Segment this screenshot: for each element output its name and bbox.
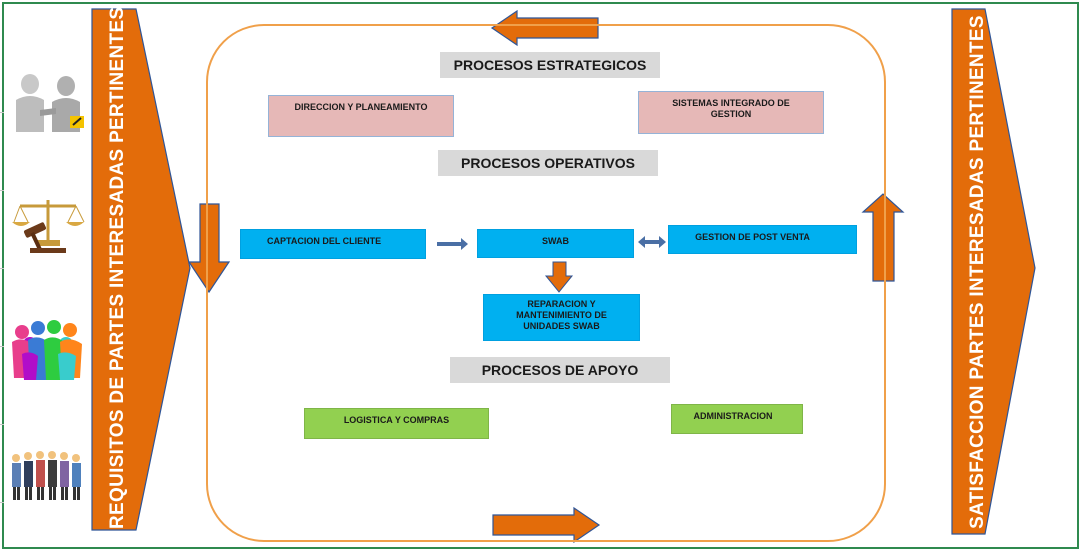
process-cycle-border (206, 24, 886, 542)
row-line (0, 268, 4, 269)
row-line (0, 190, 4, 191)
captacion-cliente-box: CAPTACION DEL CLIENTE (240, 229, 426, 259)
support-processes-title: PROCESOS DE APOYO (450, 357, 670, 383)
bottom-right-arrow (492, 506, 601, 544)
operational-processes-title: PROCESOS OPERATIVOS (438, 150, 658, 176)
left-requirements-banner-shape (91, 8, 191, 531)
right-banner-text: SATISFACCION PARTES INTERESADAS PERTINEN… (967, 15, 988, 529)
row-line (0, 346, 4, 347)
row-line (0, 502, 4, 503)
top-left-arrow (490, 9, 599, 47)
gestion-post-venta-box: GESTION DE POST VENTA (668, 225, 857, 254)
handshake-icon (16, 74, 84, 132)
reparacion-mantenimiento-box: REPARACION Y MANTENIMIENTO DE UNIDADES S… (483, 294, 640, 341)
administracion-box: ADMINISTRACION (671, 404, 803, 434)
right-satisfaction-banner-shape (951, 8, 1036, 535)
justice-scales-icon (12, 200, 85, 253)
business-team-icon (12, 451, 81, 500)
left-banner-text: REQUISITOS DE PARTES INTERESADAS PERTINE… (107, 6, 128, 529)
row-line (0, 424, 4, 425)
row-line (0, 112, 4, 113)
left-down-arrow (187, 203, 231, 294)
sistemas-integrado-box: SISTEMAS INTEGRADO DE GESTION (638, 91, 824, 134)
direccion-planeamiento-box: DIRECCION Y PLANEAMIENTO (268, 95, 454, 137)
logistica-compras-box: LOGISTICA Y COMPRAS (304, 408, 489, 439)
captacion-to-swab-arrow (437, 238, 468, 250)
right-up-arrow (861, 193, 905, 282)
swab-postventa-double-arrow (638, 236, 666, 248)
group-huddle-icon (12, 320, 82, 380)
strategic-processes-title: PROCESOS ESTRATEGICOS (440, 52, 660, 78)
swab-box: SWAB (477, 229, 634, 258)
swab-down-arrow (544, 261, 574, 293)
